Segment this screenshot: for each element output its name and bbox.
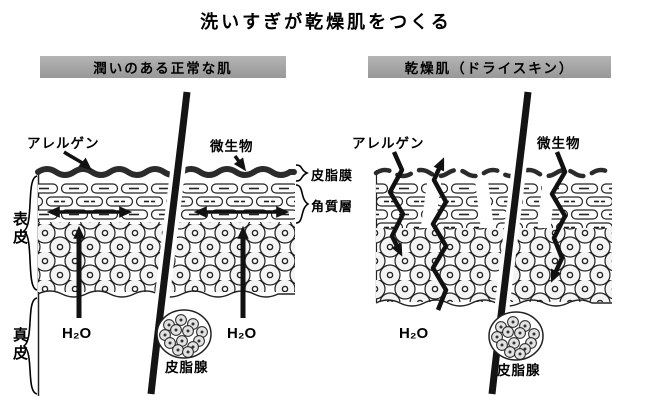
dermis-label: 真皮 [11, 327, 28, 363]
stratum-corneum-layer-damaged [376, 182, 612, 228]
corneum-cracks [420, 178, 556, 232]
dermis-brace [22, 297, 38, 395]
sebaceous-gland [156, 309, 212, 359]
allergen-blocked-arrow [63, 150, 92, 171]
stratum-corneum-brace [295, 184, 310, 224]
hair-shaft [147, 91, 191, 395]
epidermis-brace [22, 175, 38, 291]
allergen-label: アレルゲン [352, 135, 425, 151]
layer-braces [22, 164, 310, 395]
microbe-penetrating-arrow [549, 151, 568, 283]
broken-sebum-film-band [373, 167, 613, 179]
epidermis-dermis-boundary [375, 299, 612, 307]
normal-skin-panel: アレルゲン 微生物 H₂O H₂O 皮脂腺 [27, 91, 297, 396]
panel-header-normal: 潤いのある正常な肌 [40, 56, 286, 78]
allergen-penetrating-arrow [387, 151, 406, 257]
epidermis-label: 表皮 [11, 211, 28, 247]
microbe-blocked-arrow [233, 154, 247, 172]
sebaceous-gland [488, 311, 544, 361]
h2o-escaping-arrow [430, 157, 449, 311]
sebum-film-brace [295, 164, 310, 182]
sebum-film-band [35, 166, 297, 178]
epidermis-cell-layer [376, 228, 612, 302]
sebum-film-label: 皮脂膜 [311, 168, 354, 183]
sebaceous-gland-label: 皮脂腺 [165, 359, 209, 375]
figure-title: 洗いすぎが乾燥肌をつくる [200, 12, 452, 32]
h2o-label: H₂O [399, 325, 428, 342]
panel-header-dry: 乾燥肌（ドライスキン） [368, 56, 611, 78]
allergen-label: アレルゲン [27, 135, 100, 151]
microbe-label: 微生物 [536, 135, 581, 151]
h2o-label: H₂O [62, 325, 91, 342]
sebaceous-gland-label: 皮脂腺 [497, 362, 541, 378]
dry-skin-panel: アレルゲン 微生物 H₂O 皮脂腺 [352, 91, 613, 395]
microbe-label: 微生物 [209, 138, 254, 154]
stratum-corneum-label: 角質層 [311, 199, 354, 214]
h2o-label: H₂O [227, 325, 256, 342]
